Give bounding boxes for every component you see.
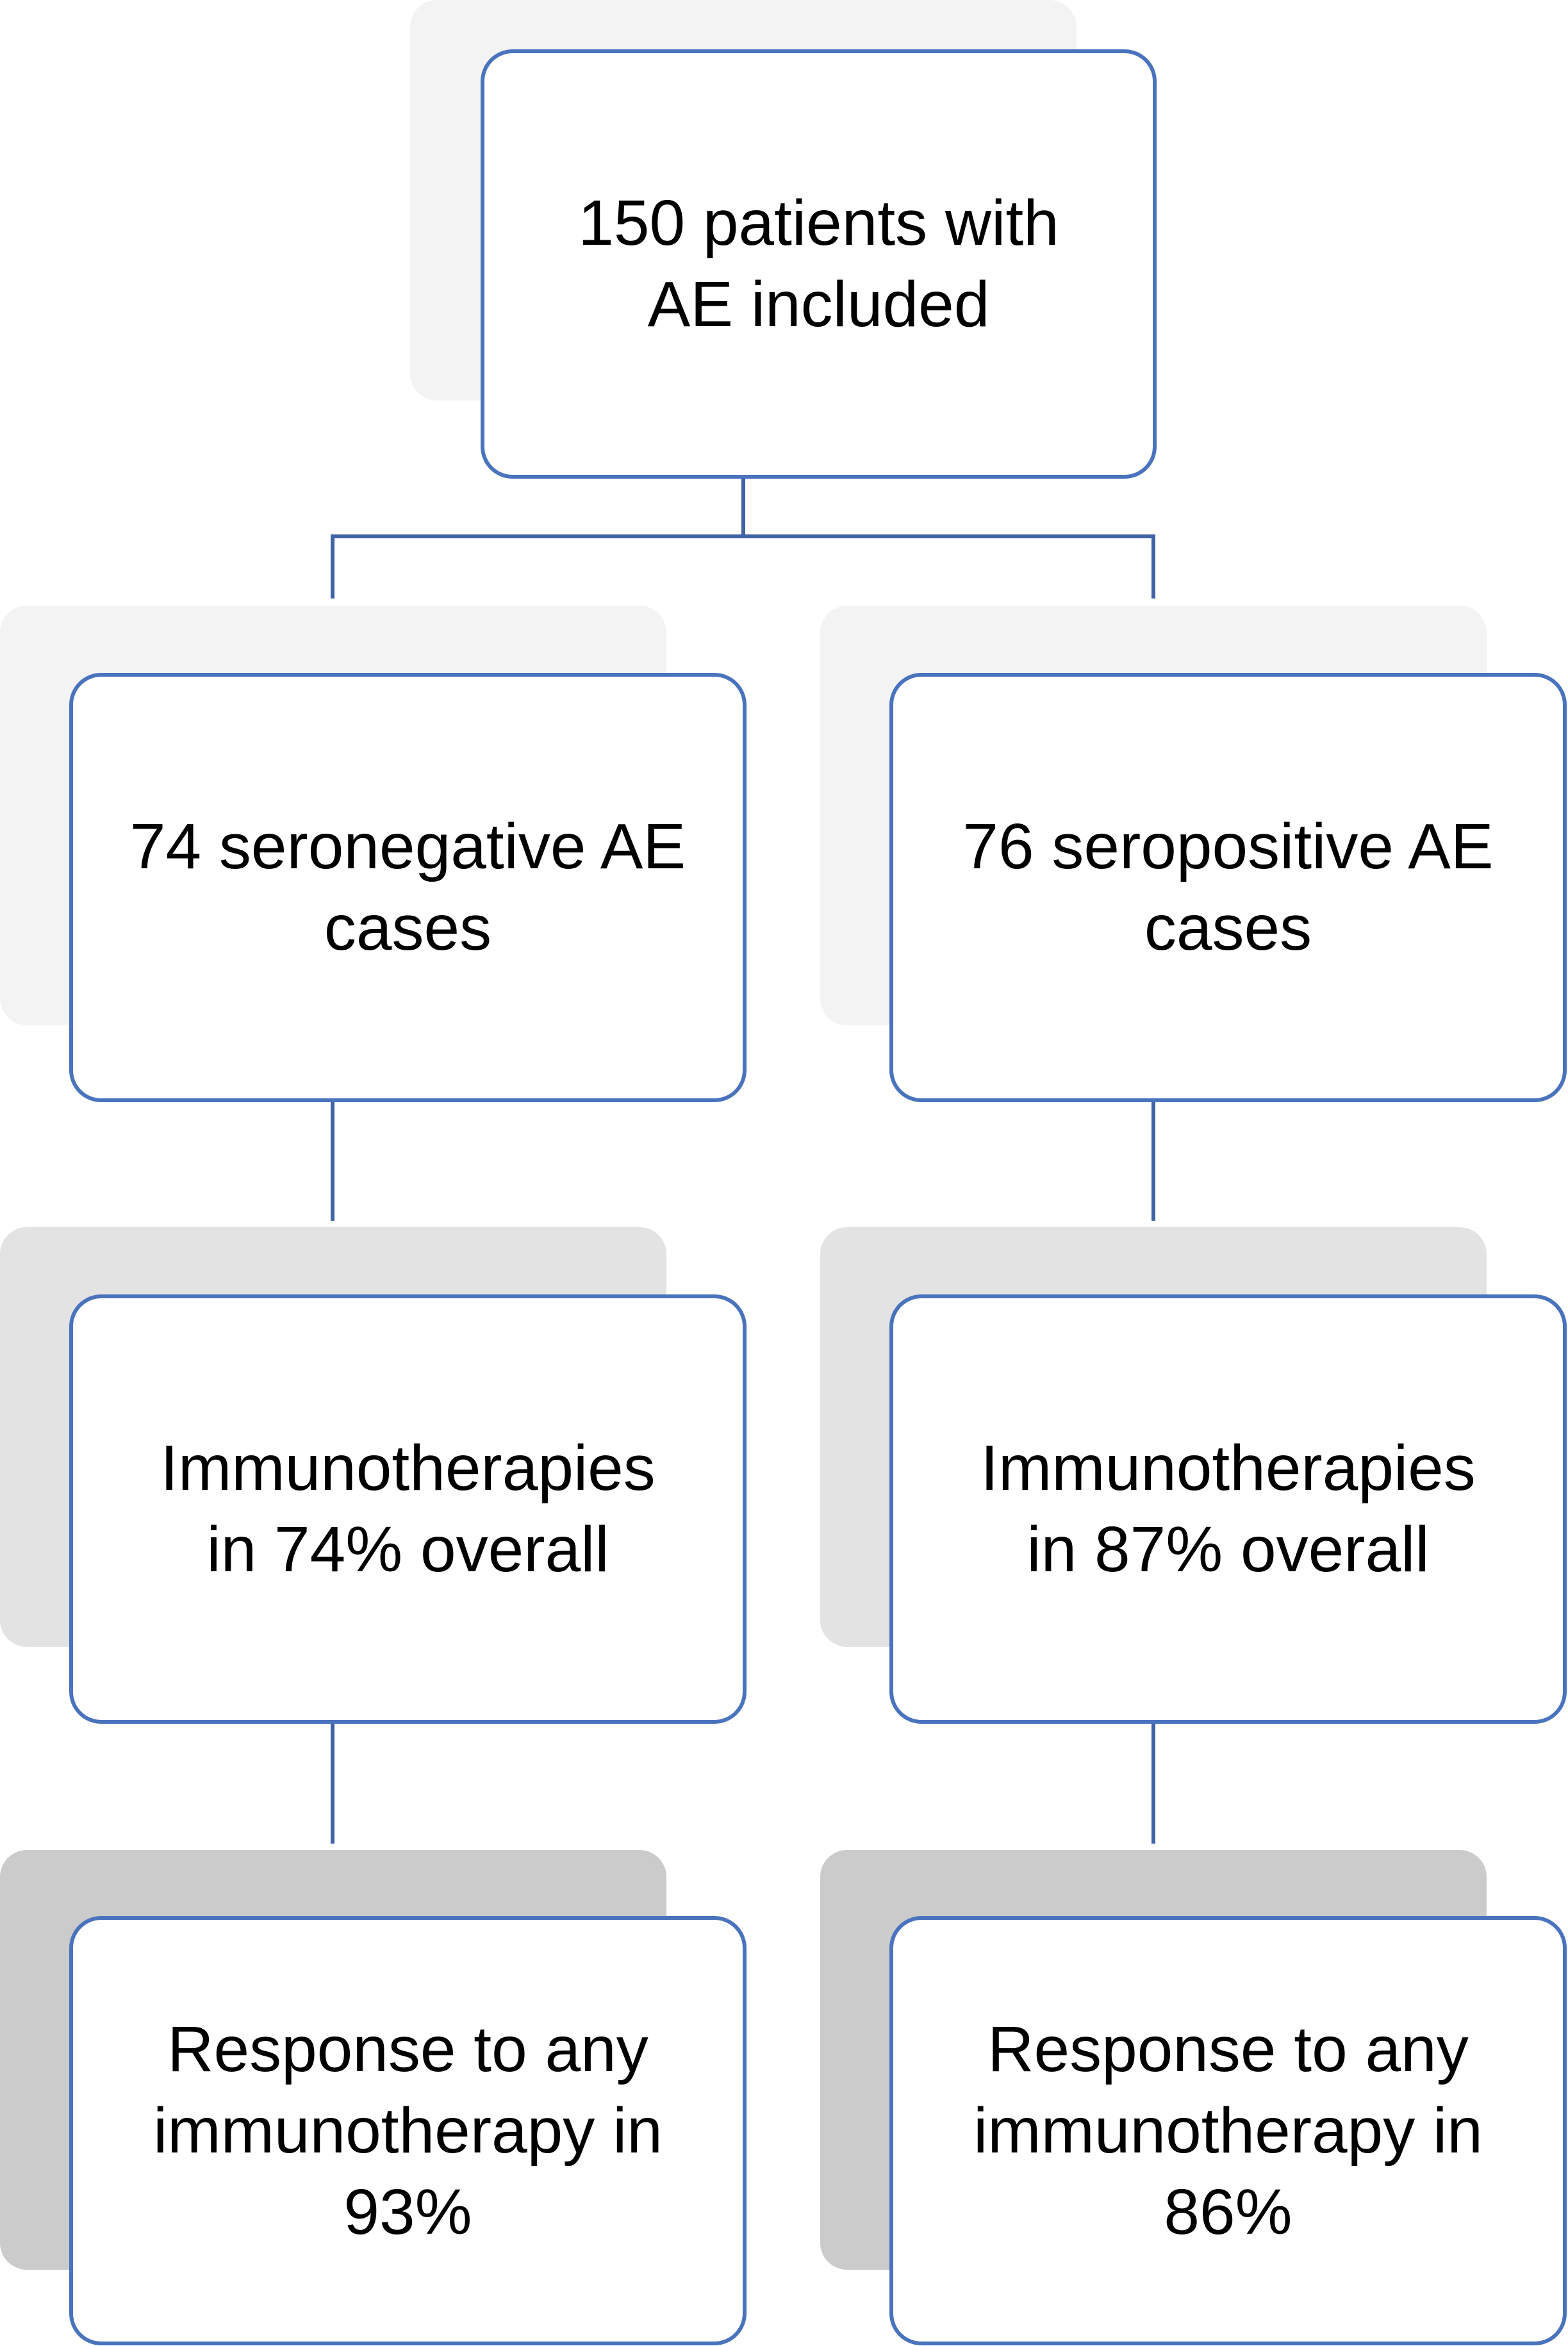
seronegative-treatment-box: Immunotherapies in 74% overall bbox=[69, 1294, 747, 1724]
seropositive-label: 76 seropositive AE cases bbox=[962, 811, 1494, 964]
seropositive-treatment-box: Immunotherapies in 87% overall bbox=[889, 1294, 1567, 1724]
seronegative-label: 74 seronegative AE cases bbox=[129, 811, 686, 964]
root-box: 150 patients with AE included bbox=[481, 49, 1157, 479]
seronegative-box: 74 seronegative AE cases bbox=[69, 673, 747, 1102]
seropositive-treatment-label: Immunotherapies in 87% overall bbox=[980, 1432, 1476, 1585]
seronegative-response-box: Response to any immunotherapy in 93% bbox=[69, 1916, 747, 2345]
left-treatment-to-response-connector bbox=[331, 1722, 334, 1844]
right-treatment-to-response-connector bbox=[1151, 1722, 1155, 1844]
seropositive-response-label: Response to any immunotherapy in 86% bbox=[973, 2013, 1483, 2248]
right-group-to-treatment-connector bbox=[1151, 1101, 1155, 1221]
horizontal-split-connector bbox=[331, 534, 1155, 538]
root-stem-connector bbox=[741, 477, 745, 536]
root-label: 150 patients with AE included bbox=[578, 187, 1059, 340]
seropositive-box: 76 seropositive AE cases bbox=[889, 673, 1567, 1102]
seronegative-response-label: Response to any immunotherapy in 93% bbox=[153, 2013, 663, 2248]
seropositive-response-box: Response to any immunotherapy in 86% bbox=[889, 1916, 1567, 2345]
right-drop-connector bbox=[1151, 534, 1155, 599]
seronegative-treatment-label: Immunotherapies in 74% overall bbox=[160, 1432, 656, 1585]
left-drop-connector bbox=[331, 534, 334, 599]
left-group-to-treatment-connector bbox=[331, 1101, 334, 1221]
